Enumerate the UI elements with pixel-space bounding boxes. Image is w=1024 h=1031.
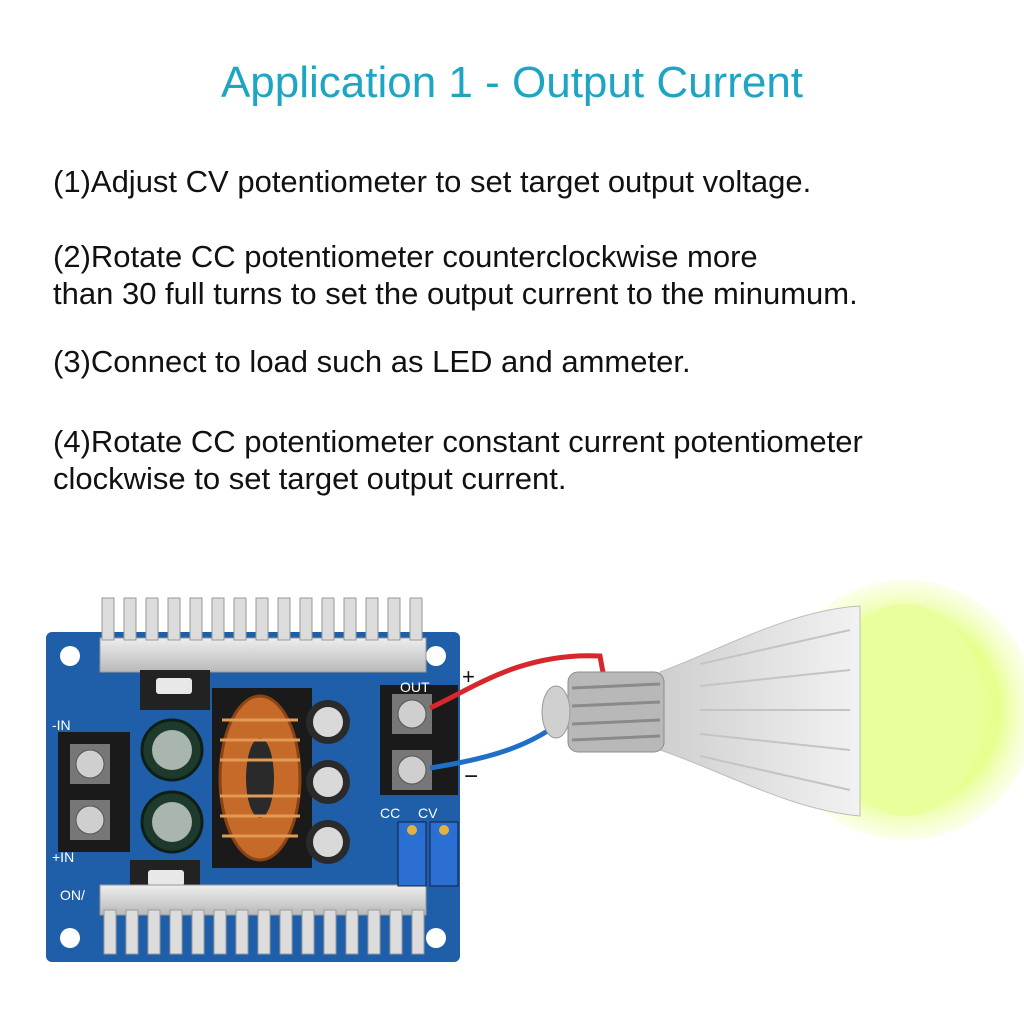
instruction-step-2: (2)Rotate CC potentiometer counterclockw… (53, 238, 1013, 312)
minus-sign: − (464, 763, 478, 790)
instruction-line: (3)Connect to load such as LED and ammet… (53, 344, 691, 379)
instruction-line: clockwise to set target output current. (53, 461, 567, 496)
instruction-step-3: (3)Connect to load such as LED and ammet… (53, 343, 1013, 380)
label-on-off: ON/ (60, 887, 85, 903)
wiring-illustration: -IN +IN OUT CC CV ON/ + − (46, 580, 1024, 962)
heatsink-bottom (99, 860, 427, 955)
led-bulb (541, 580, 1024, 840)
label-cc: CC (380, 805, 400, 821)
instruction-line: (4)Rotate CC potentiometer constant curr… (53, 424, 863, 459)
trim-potentiometers (397, 821, 459, 887)
label-out: OUT (400, 679, 430, 695)
instruction-line: than 30 full turns to set the output cur… (53, 276, 858, 311)
cc-potentiometer (397, 821, 427, 887)
instruction-step-1: (1)Adjust CV potentiometer to set target… (53, 163, 1013, 200)
instruction-line: (2)Rotate CC potentiometer counterclockw… (53, 239, 758, 274)
mount-hole (426, 928, 446, 948)
plus-sign: + (462, 664, 475, 689)
positive-wire (428, 653, 607, 711)
instruction-line: (1)Adjust CV potentiometer to set target… (53, 164, 812, 199)
output-capacitors (306, 700, 350, 864)
label-cv: CV (418, 805, 438, 821)
input-capacitors (140, 718, 204, 854)
page-title: Application 1 - Output Current (220, 58, 804, 107)
heatsink-top (99, 597, 427, 710)
label-in-minus: -IN (52, 717, 71, 733)
mount-hole (60, 928, 80, 948)
mount-hole (426, 646, 446, 666)
mount-hole (60, 646, 80, 666)
instruction-step-4: (4)Rotate CC potentiometer constant curr… (53, 423, 1013, 497)
input-terminal-block (58, 732, 130, 852)
label-in-plus: +IN (52, 849, 74, 865)
bulb-globe (827, 604, 983, 816)
buck-converter-board: -IN +IN OUT CC CV ON/ (46, 597, 460, 962)
negative-wire (429, 725, 554, 771)
toroid-inductor (212, 688, 312, 868)
